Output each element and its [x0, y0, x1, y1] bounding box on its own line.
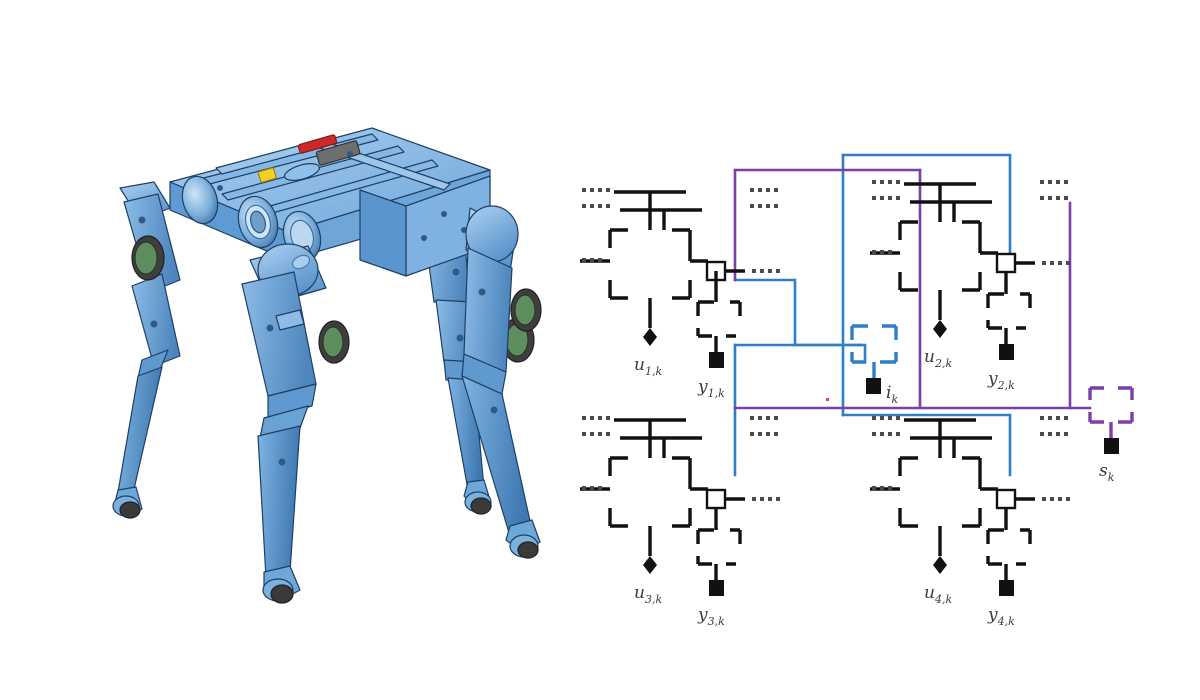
network-wires-purple [733, 168, 1092, 410]
y2-signal-box [986, 272, 1032, 344]
y1-label: y1,k [697, 377, 725, 400]
s2-output-port[interactable] [995, 252, 1017, 274]
u1-diamond-port [643, 328, 657, 346]
network-wires-blue [733, 153, 1012, 477]
subsystem-block-1[interactable]: u1,k y1,k [580, 188, 780, 400]
robot-leg-front-left [241, 243, 350, 604]
s3-ellipsis-dots [582, 416, 780, 501]
ik-square-port [866, 378, 881, 394]
robot-render-panel [20, 110, 580, 604]
y2-square-port [999, 344, 1014, 360]
y1-signal-box [696, 271, 742, 352]
s4-ellipsis-dots [872, 416, 1070, 501]
robot-chassis [169, 127, 491, 277]
robot-leg-front-right [461, 205, 542, 559]
y3-square-port [709, 580, 724, 596]
subsystem-block-4[interactable]: u4,k y4,k [870, 416, 1070, 628]
signal-node-ik[interactable]: ik [826, 324, 898, 406]
y4-signal-box [986, 508, 1032, 580]
y4-square-port [999, 580, 1014, 596]
subsystem-2-body [870, 182, 998, 320]
block-diagram-panel: u1,k y1,k [580, 130, 1180, 628]
robot-leg-back-left [112, 181, 181, 519]
subsystem-block-2[interactable]: u2,k y2,k [870, 180, 1070, 392]
ik-dashed-box [850, 324, 898, 378]
signal-node-sk[interactable]: sk [1088, 386, 1134, 484]
robot-drawing [112, 127, 542, 604]
sk-square-port [1104, 438, 1119, 454]
sk-dashed-box [1088, 386, 1134, 438]
u4-diamond-port [933, 556, 947, 574]
u4-label: u4,k [924, 583, 952, 606]
y2-label: y2,k [987, 369, 1015, 392]
robot-svg [112, 127, 542, 604]
subsystem-1-body [580, 190, 708, 328]
subsystem-4-body [870, 418, 998, 556]
y1-square-port [709, 352, 724, 368]
u1-label: u1,k [634, 355, 662, 378]
s3-output-port[interactable] [705, 488, 727, 510]
y4-label: y4,k [987, 605, 1015, 628]
y3-signal-box [696, 508, 742, 580]
u3-label: u3,k [634, 583, 662, 606]
subsystem-block-3[interactable]: u3,k y3,k [580, 416, 780, 628]
u2-diamond-port [933, 320, 947, 338]
red-marker-dot [826, 398, 829, 401]
ik-label: ik [886, 383, 898, 406]
s2-ellipsis-dots [872, 180, 1070, 265]
y3-label: y3,k [697, 605, 725, 628]
s1-ellipsis-dots [582, 188, 780, 273]
s4-output-port[interactable] [995, 488, 1017, 510]
block-diagram-svg: u1,k y1,k [580, 153, 1134, 628]
u2-label: u2,k [924, 347, 952, 370]
robot-red-component [297, 134, 338, 154]
sk-label: sk [1099, 461, 1115, 484]
u3-diamond-port [643, 556, 657, 574]
robot-yellow-component [257, 167, 277, 183]
subsystem-3-body [580, 418, 708, 556]
